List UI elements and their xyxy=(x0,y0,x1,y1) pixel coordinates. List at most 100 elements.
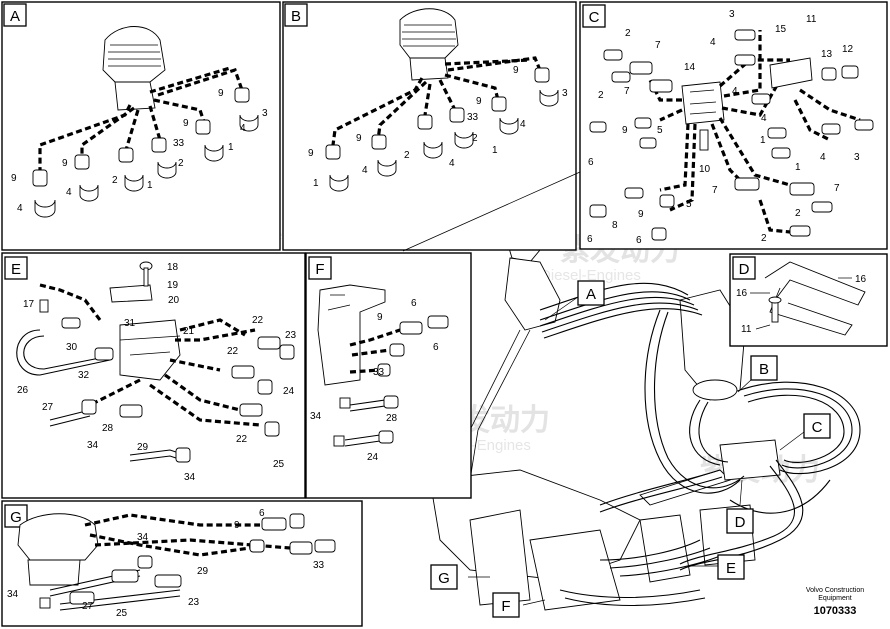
panel-d: D 16 16 11 xyxy=(729,253,888,347)
callout-label: 4 xyxy=(520,119,526,130)
callout-label: 34 xyxy=(7,589,19,600)
callout-label: 19 xyxy=(167,280,179,291)
callout-label: 9 xyxy=(183,118,189,129)
callout-label: 7 xyxy=(834,183,840,194)
overview-tag-b[interactable]: B xyxy=(750,355,778,381)
callout-label: 25 xyxy=(273,459,285,470)
callout-label: 11 xyxy=(741,324,752,335)
callout-label: 32 xyxy=(78,370,90,381)
callout-label: 9 xyxy=(308,148,314,159)
callout-label: 3 xyxy=(729,9,735,20)
overview-tag-a[interactable]: A xyxy=(577,280,605,306)
callout-label: 2 xyxy=(112,175,118,186)
panel-c: C xyxy=(579,1,888,250)
callout-label: 9 xyxy=(638,209,644,220)
panel-c-tag: C xyxy=(589,9,600,26)
callout-label: 20 xyxy=(168,295,180,306)
callout-label: 4 xyxy=(710,37,716,48)
panel-f: F 6 9 6 33 34 28 24 xyxy=(305,252,472,499)
panel-d-callouts: 16 16 11 xyxy=(736,274,867,335)
callout-label: 4 xyxy=(449,158,455,169)
callout-label: 9 xyxy=(11,173,17,184)
panel-a: A 9 3 9 xyxy=(1,1,281,251)
overview-tag-d-label: D xyxy=(735,514,746,531)
panel-b: B 9 3 9 4 33 2 xyxy=(282,1,577,251)
callout-label: 7 xyxy=(624,86,630,97)
callout-label: 9 xyxy=(218,88,224,99)
callout-label: 7 xyxy=(712,185,718,196)
callout-label: 30 xyxy=(66,342,78,353)
panel-d-tag: D xyxy=(739,261,750,278)
overview-tag-e[interactable]: E xyxy=(717,554,745,580)
callout-label: 9 xyxy=(513,65,519,76)
callout-label: 34 xyxy=(310,411,322,422)
panel-g: G 6 9 34 29 33 34 27 2 xyxy=(1,500,363,627)
callout-label: 16 xyxy=(736,288,748,299)
callout-label: 34 xyxy=(87,440,99,451)
callout-label: 23 xyxy=(188,597,200,608)
callout-label: 15 xyxy=(775,24,787,35)
callout-label: 5 xyxy=(686,199,692,210)
overview-tag-g-label: G xyxy=(438,570,450,587)
panel-g-callouts: 6 9 34 29 33 34 27 25 23 xyxy=(7,508,325,619)
callout-label: 9 xyxy=(62,158,68,169)
footer-sub: Equipment xyxy=(818,595,852,602)
callout-label: 31 xyxy=(124,318,136,329)
panel-f-callouts: 6 9 6 33 34 28 24 xyxy=(310,298,439,463)
overview-tag-a-label: A xyxy=(586,286,596,303)
overview-assembly: A B C D E G F xyxy=(429,221,861,618)
overview-tag-d[interactable]: D xyxy=(726,508,754,534)
overview-tag-c[interactable]: C xyxy=(803,413,831,439)
panel-e-callouts: 18 19 17 20 31 21 22 23 30 22 26 32 24 2… xyxy=(17,262,297,483)
callout-label: 6 xyxy=(636,235,642,246)
callout-label: 1 xyxy=(147,180,153,191)
callout-label: 2 xyxy=(472,133,478,144)
callout-label: 6 xyxy=(587,234,593,245)
panel-e: E xyxy=(1,252,306,499)
overview-tag-c-label: C xyxy=(812,419,823,436)
panel-e-tag: E xyxy=(11,261,21,278)
overview-tag-g[interactable]: G xyxy=(430,564,458,590)
panel-a-tag: A xyxy=(10,8,20,25)
callout-label: 2 xyxy=(795,208,801,219)
callout-label: 34 xyxy=(184,472,196,483)
callout-label: 4 xyxy=(17,203,23,214)
callout-label: 9 xyxy=(476,96,482,107)
callout-label: 26 xyxy=(17,385,29,396)
callout-label: 4 xyxy=(240,123,246,134)
panel-a-callouts: 9 3 9 4 33 2 1 9 9 4 2 4 1 xyxy=(11,88,268,214)
watermark-en-3: Diesel-Engines xyxy=(540,267,641,284)
callout-label: 4 xyxy=(66,187,72,198)
callout-label: 33 xyxy=(373,367,385,378)
document-number: 1070333 xyxy=(814,605,857,617)
callout-label: 6 xyxy=(433,342,439,353)
callout-label: 6 xyxy=(588,157,594,168)
panel-b-callouts: 9 3 9 4 33 2 1 9 9 1 4 2 4 xyxy=(308,65,568,189)
panel-c-callouts: 3 11 2 7 4 15 13 12 14 2 7 4 9 5 6 10 4 … xyxy=(587,9,860,246)
callout-label: 4 xyxy=(761,113,767,124)
callout-label: 24 xyxy=(367,452,379,463)
callout-label: 22 xyxy=(227,346,239,357)
callout-label: 2 xyxy=(625,28,631,39)
callout-label: 2 xyxy=(178,158,184,169)
callout-label: 24 xyxy=(283,386,295,397)
callout-label: 6 xyxy=(411,298,417,309)
panel-g-tag: G xyxy=(10,509,22,526)
panel-f-tag: F xyxy=(315,261,324,278)
footer-brand: Volvo Construction xyxy=(806,587,864,594)
callout-label: 29 xyxy=(197,566,209,577)
overview-tag-f[interactable]: F xyxy=(492,592,520,618)
callout-label: 7 xyxy=(655,40,661,51)
callout-label: 2 xyxy=(598,90,604,101)
callout-label: 33 xyxy=(467,112,479,123)
callout-label: 1 xyxy=(228,142,234,153)
callout-label: 10 xyxy=(699,164,711,175)
callout-label: 11 xyxy=(806,14,817,25)
callout-label: 2 xyxy=(404,150,410,161)
callout-label: 21 xyxy=(183,326,195,337)
callout-label: 12 xyxy=(842,44,854,55)
callout-label: 9 xyxy=(234,520,240,531)
callout-label: 22 xyxy=(236,434,248,445)
callout-label: 22 xyxy=(252,315,264,326)
